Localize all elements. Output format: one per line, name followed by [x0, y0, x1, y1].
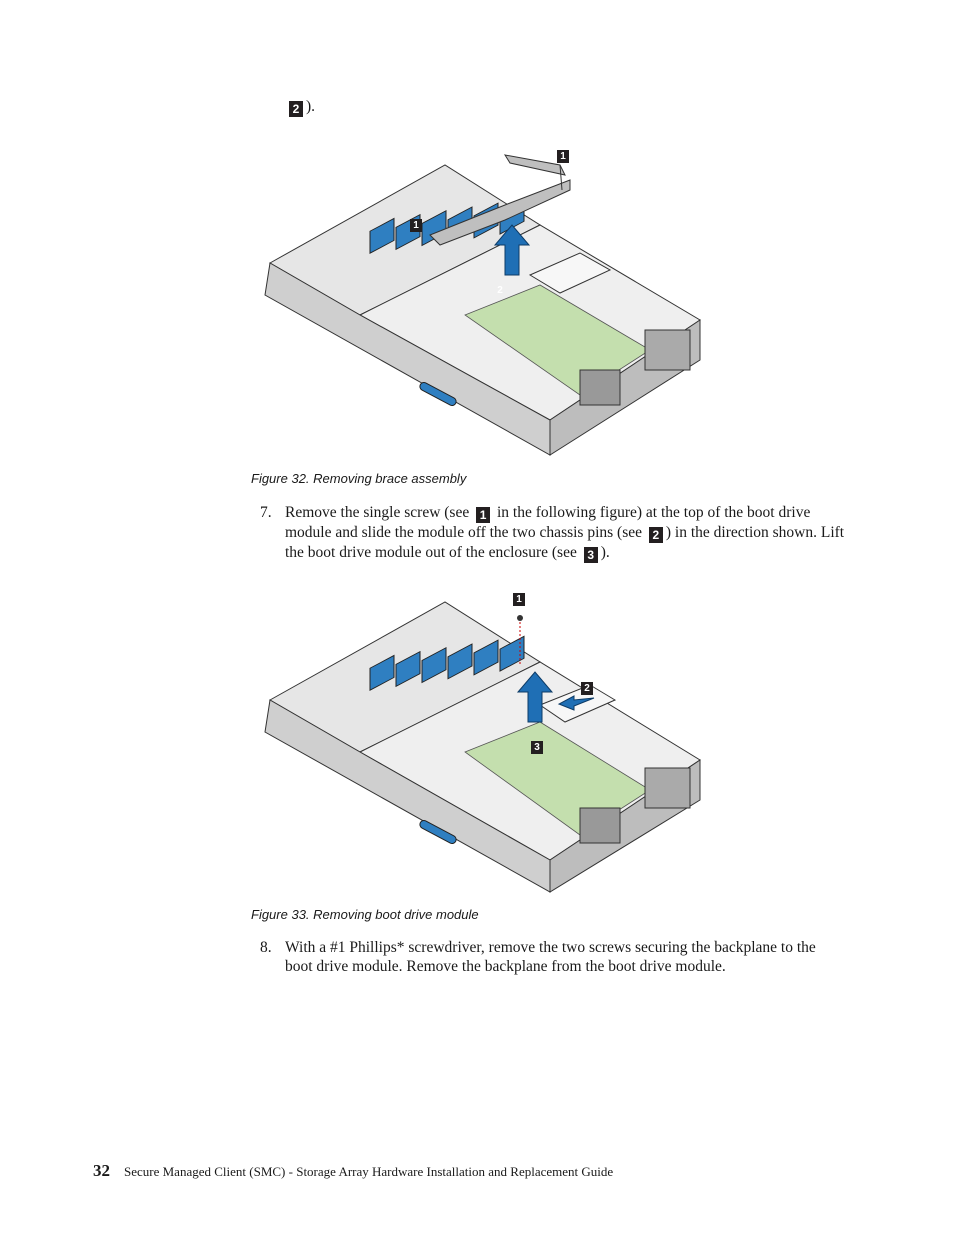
continuation-suffix: ). — [306, 98, 316, 115]
step-7: 7. Remove the single screw (see 1 in the… — [260, 503, 845, 563]
callout-2: 2 — [648, 527, 663, 543]
document-title: Secure Managed Client (SMC) - Storage Ar… — [124, 1164, 614, 1179]
step-8-text: With a #1 Phillips* screwdriver, remove … — [285, 939, 816, 975]
callout-2: 2 — [289, 101, 303, 117]
step-8: 8. With a #1 Phillips* screwdriver, remo… — [260, 938, 845, 976]
step-7-text-c: ) in the direction shown. Lift the boot … — [285, 524, 845, 561]
step-7-text-b: in the following figure) at the top of t… — [285, 504, 811, 541]
figure-33-caption: Figure 33. Removing boot drive module — [251, 907, 479, 922]
figure-32: 1 1 2 — [250, 145, 705, 463]
figure32-callout-2: 2 — [497, 285, 503, 296]
callout-1: 1 — [476, 507, 491, 523]
figure33-callout-2: 2 — [581, 682, 593, 695]
server-chassis-illustration-boot-drive — [264, 503, 701, 893]
figure32-callout-1b: 1 — [410, 219, 422, 232]
page-number: 32 — [93, 1161, 110, 1180]
figure32-callout-1a: 1 — [557, 150, 569, 163]
fan-row — [369, 635, 525, 691]
step-7-text-d: ). — [600, 544, 610, 561]
step-8-number: 8. — [260, 939, 272, 956]
server-chassis-illustration-brace — [264, 154, 701, 456]
step-7-text-a: Remove the single screw (see — [285, 504, 470, 521]
figure-32-caption: Figure 32. Removing brace assembly — [251, 471, 467, 486]
lift-arrow — [493, 224, 531, 276]
figure-33: 1 2 3 — [250, 503, 705, 900]
figure33-callout-1: 1 — [513, 593, 525, 606]
step-7-number: 7. — [260, 504, 272, 521]
continuation-line: 2). — [286, 97, 315, 117]
callout-3: 3 — [583, 547, 598, 563]
figure33-callout-3: 3 — [531, 741, 543, 754]
page-footer: 32 Secure Managed Client (SMC) - Storage… — [93, 1161, 613, 1181]
